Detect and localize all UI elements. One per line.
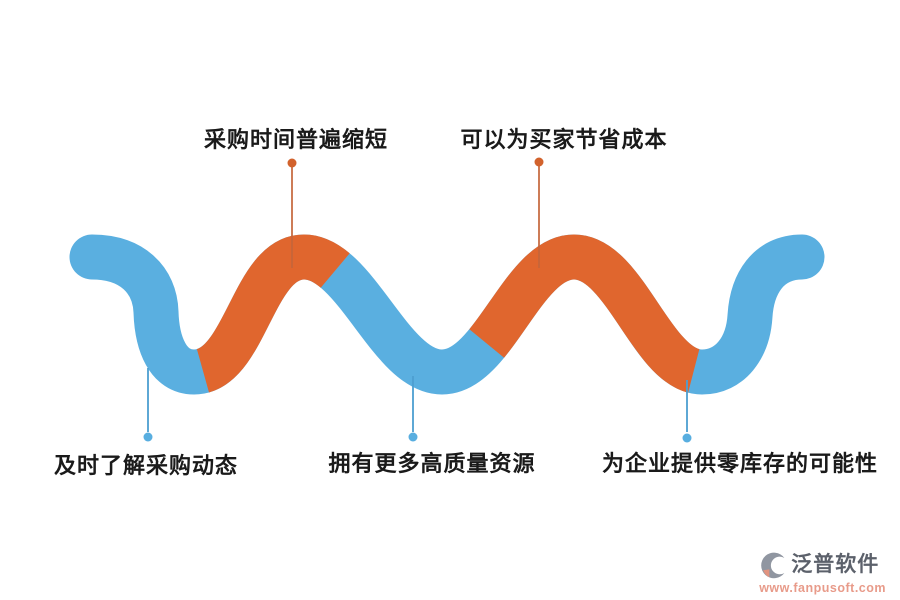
benefit-label-quality-resources: 拥有更多高质量资源 (328, 451, 536, 476)
fanpu-logo-title: 泛普软件 (791, 553, 880, 576)
connector-dot-top-2 (534, 157, 544, 167)
connector-dot-bottom-3 (682, 433, 692, 443)
fanpu-logo: 泛普软件 www.fanpusoft.com (757, 550, 886, 595)
benefit-label-buyer-cost-saving: 可以为买家节省成本 (460, 127, 668, 152)
connector-dot-bottom-1 (143, 432, 153, 442)
benefit-label-procurement-time: 采购时间普遍缩短 (203, 127, 389, 152)
benefit-label-zero-inventory: 为企业提供零库存的可能性 (601, 451, 879, 476)
benefit-label-procurement-updates: 及时了解采购动态 (53, 453, 239, 478)
connector-dot-top-1 (287, 158, 297, 168)
wave-ribbon-blue (69, 234, 825, 395)
connector-dot-bottom-2 (408, 432, 418, 442)
fanpu-logo-icon (761, 552, 785, 578)
fanpu-logo-url: www.fanpusoft.com (759, 580, 886, 595)
